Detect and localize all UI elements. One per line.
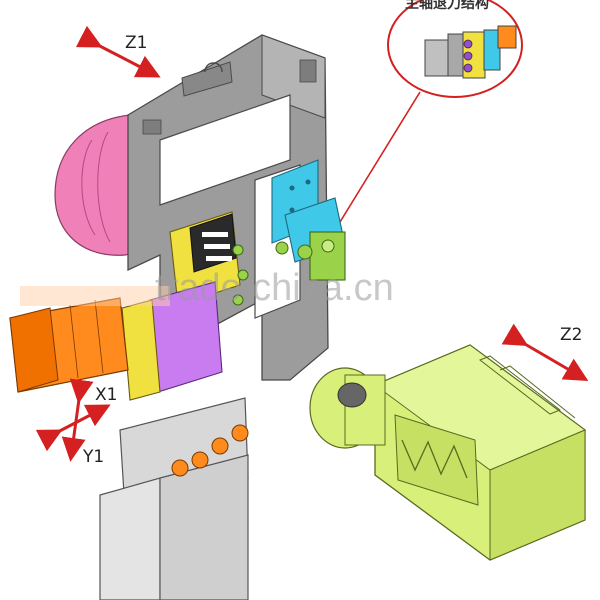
purple-yellow-spindle-box [121,211,249,401]
pink-turntable [54,114,151,256]
z1-arrow [75,25,161,78]
x1-label: X1 [95,385,117,405]
axis-x1-y1: X1 Y1 [35,378,117,467]
frame-top-window [159,94,291,206]
spindle-callout: 主轴退刀结构 [339,0,523,223]
callout-title: 主轴退刀结构 [405,0,489,12]
orange-motor [9,297,129,393]
y1-label: Y1 [82,447,104,467]
axis-z1: Z1 [75,25,161,78]
base-orange-fittings [171,424,249,477]
axis-z2: Z2 [501,323,589,382]
y1-arrow [35,404,111,452]
callout-spindle-part [424,25,517,79]
cyan-slide-block [271,159,346,263]
green-spindle-right [275,231,346,281]
z1-label: Z1 [125,33,147,53]
watermark-blur-band [20,286,170,306]
watermark-text: trade.china.cn [155,267,394,309]
z2-label: Z2 [560,325,582,345]
lime-spindle-head [309,344,587,561]
gray-base-block [99,397,249,600]
z2-arrow [501,323,589,382]
callout-leader-line [339,91,421,223]
